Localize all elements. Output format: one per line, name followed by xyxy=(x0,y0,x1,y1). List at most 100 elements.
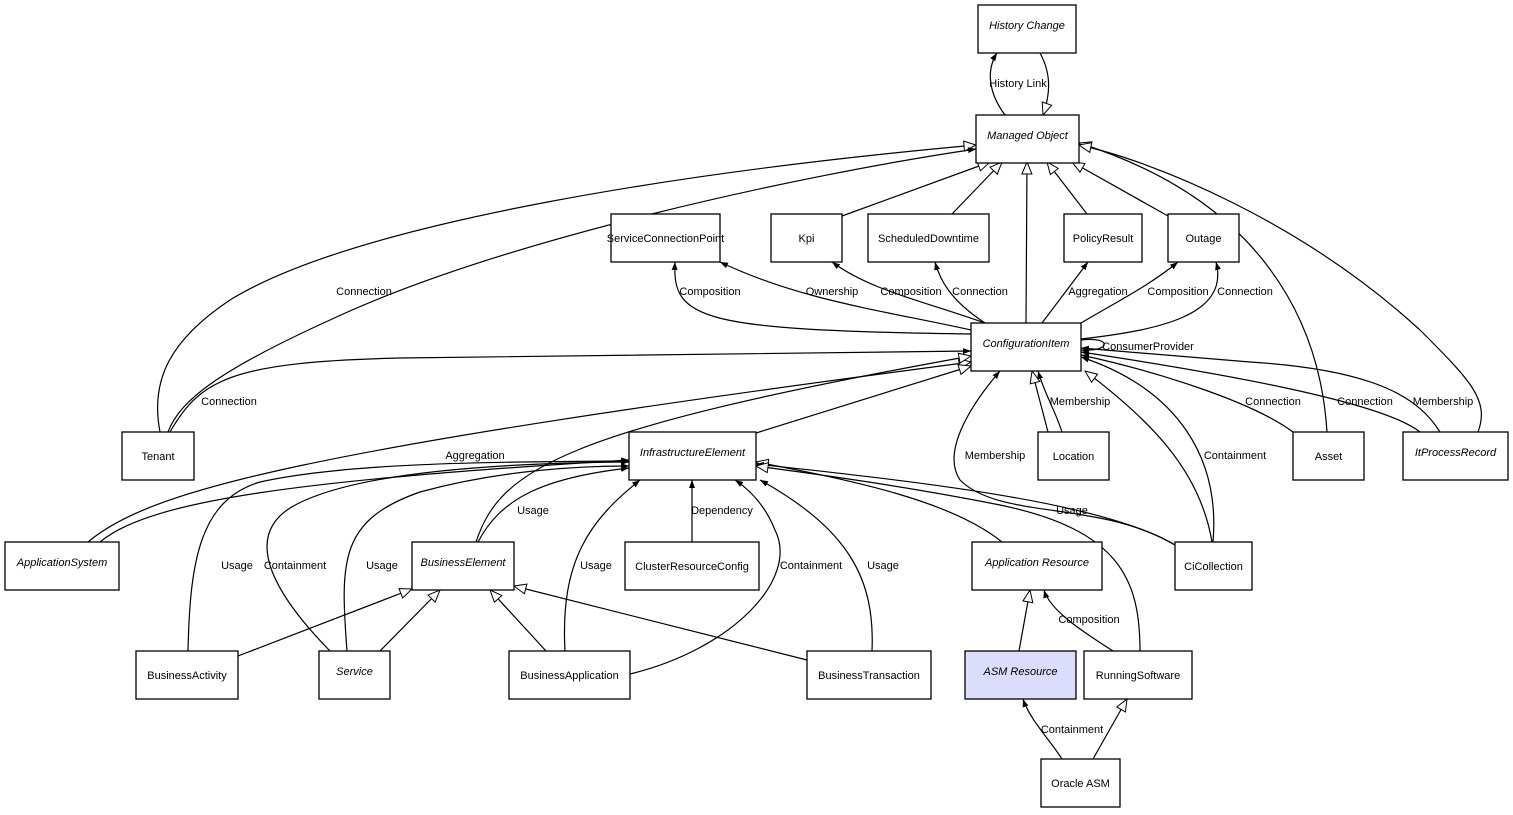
edge-line xyxy=(343,463,630,652)
edge-label: Containment xyxy=(264,560,326,572)
association-edge-configuration_item-to-service_connection_point: Ownership xyxy=(719,261,972,331)
class-node-kpi[interactable]: Kpi xyxy=(770,213,843,263)
class-node-service[interactable]: Service xyxy=(318,650,391,700)
class-node-configuration-item[interactable]: ConfigurationItem xyxy=(970,322,1082,372)
association-edge-business_element-to-infrastructure_element: Usage xyxy=(477,465,630,543)
node-label: Tenant xyxy=(141,451,174,463)
node-label: Asset xyxy=(1315,451,1343,463)
node-label: Oracle ASM xyxy=(1051,778,1110,790)
class-node-policy-result[interactable]: PolicyResult xyxy=(1063,213,1143,263)
association-edge-business_application-to-infrastructure_element: Containment xyxy=(629,479,842,675)
node-box xyxy=(1063,213,1143,263)
node-label: ItProcessRecord xyxy=(1415,447,1497,459)
edge-line xyxy=(989,52,1006,116)
association-edge-tenant-to-managed_object: Connection xyxy=(167,147,977,433)
edge-label: Usage xyxy=(221,560,253,572)
edge-line xyxy=(1079,145,1482,433)
edge-line xyxy=(671,261,972,335)
edge-line xyxy=(756,466,1141,652)
node-box xyxy=(508,650,631,700)
node-label: CiCollection xyxy=(1184,561,1243,573)
generalization-edge-application_resource-to-infrastructure_element xyxy=(756,462,1003,543)
node-label: ClusterResourceConfig xyxy=(635,561,749,573)
class-node-ci-collection[interactable]: CiCollection xyxy=(1174,541,1253,591)
node-box xyxy=(970,322,1082,372)
edge-line xyxy=(169,348,972,433)
edge-line xyxy=(167,147,977,433)
node-box xyxy=(318,650,391,700)
edge-line xyxy=(1080,350,1421,433)
edge-label: Containment xyxy=(1204,450,1266,462)
class-node-running-software[interactable]: RunningSoftware xyxy=(1083,650,1193,700)
generalization-edge-location-to-configuration_item xyxy=(1032,371,1049,433)
edge-label: Ownership xyxy=(806,286,859,298)
edge-line xyxy=(719,261,972,331)
generalization-edge-running_software-to-infrastructure_element xyxy=(756,466,1141,652)
edge-line xyxy=(1018,590,1030,652)
class-node-asset[interactable]: Asset xyxy=(1292,431,1365,481)
node-label: ScheduledDowntime xyxy=(878,233,979,245)
association-edge-application_system-to-infrastructure_element: Aggregation xyxy=(99,450,630,543)
node-label: History Change xyxy=(989,20,1065,32)
class-node-scheduled-downtime[interactable]: ScheduledDowntime xyxy=(867,213,990,263)
class-node-business-activity[interactable]: BusinessActivity xyxy=(135,650,239,700)
edge-line xyxy=(1080,261,1221,340)
edge-line xyxy=(1037,370,1063,433)
class-node-application-system[interactable]: ApplicationSystem xyxy=(4,541,120,591)
edge-line xyxy=(951,162,1002,215)
class-node-service-connection-point[interactable]: ServiceConnectionPoint xyxy=(607,213,724,263)
association-edge-managed_object-to-history_change: History Link xyxy=(989,52,1047,116)
edge-label: Containment xyxy=(1041,724,1103,736)
class-node-business-element[interactable]: BusinessElement xyxy=(411,541,515,591)
association-edge-oracle_asm-to-asm_resource: Containment xyxy=(1022,698,1103,760)
edge-line xyxy=(477,465,630,543)
edge-line xyxy=(237,589,412,657)
generalization-edge-it_process_record-to-managed_object xyxy=(1079,145,1482,433)
edge-label: Connection xyxy=(1245,396,1301,408)
edge-label: Containment xyxy=(780,560,842,572)
edge-line xyxy=(187,458,630,652)
association-edge-it_process_record-to-configuration_item: Connection xyxy=(1080,350,1421,433)
class-node-tenant[interactable]: Tenant xyxy=(121,431,195,481)
association-edge-configuration_item-to-scheduled_downtime: Connection xyxy=(934,261,1008,324)
class-node-location[interactable]: Location xyxy=(1037,431,1110,481)
edge-line xyxy=(1032,371,1049,433)
edge-label: Composition xyxy=(880,286,941,298)
class-node-infrastructure-element[interactable]: InfrastructureElement xyxy=(628,431,757,481)
generalization-edge-asm_resource-to-application_resource xyxy=(1018,590,1030,652)
class-node-asm-resource[interactable]: ASM Resource xyxy=(964,650,1077,700)
generalization-edge-business_element-to-configuration_item xyxy=(475,356,971,543)
class-node-oracle-asm[interactable]: Oracle ASM xyxy=(1040,758,1121,808)
node-box xyxy=(121,431,195,481)
node-label: Managed Object xyxy=(987,130,1069,142)
class-node-cluster-resource-config[interactable]: ClusterResourceConfig xyxy=(624,541,760,591)
class-node-history-change[interactable]: History Change xyxy=(977,4,1077,54)
edge-label: Composition xyxy=(1058,614,1119,626)
class-node-managed-object[interactable]: Managed Object xyxy=(975,114,1080,164)
node-label: BusinessApplication xyxy=(520,670,618,682)
class-node-business-application[interactable]: BusinessApplication xyxy=(508,650,631,700)
node-label: BusinessTransaction xyxy=(818,670,920,682)
node-label: BusinessActivity xyxy=(147,670,227,682)
generalization-edge-business_application-to-business_element xyxy=(490,590,547,652)
class-node-it-process-record[interactable]: ItProcessRecord xyxy=(1402,431,1509,481)
edge-line xyxy=(841,162,990,217)
edge-label: Aggregation xyxy=(1068,286,1127,298)
node-box xyxy=(610,213,721,263)
association-edge-configuration_item-to-kpi: Composition xyxy=(831,261,986,324)
class-node-application-resource[interactable]: Application Resource xyxy=(971,541,1103,591)
node-label: Location xyxy=(1053,451,1095,463)
generalization-edge-scheduled_downtime-to-managed_object xyxy=(951,162,1002,215)
edge-line xyxy=(629,479,781,675)
generalization-edge-history_change-to-managed_object xyxy=(1039,52,1049,115)
edge-label: Dependency xyxy=(691,505,753,517)
class-node-outage[interactable]: Outage xyxy=(1167,213,1240,263)
class-node-business-transaction[interactable]: BusinessTransaction xyxy=(806,650,932,700)
node-label: PolicyResult xyxy=(1073,233,1134,245)
node-box xyxy=(806,650,932,700)
edge-line xyxy=(156,145,976,433)
edge-line xyxy=(1080,261,1179,324)
node-label: Outage xyxy=(1185,233,1221,245)
